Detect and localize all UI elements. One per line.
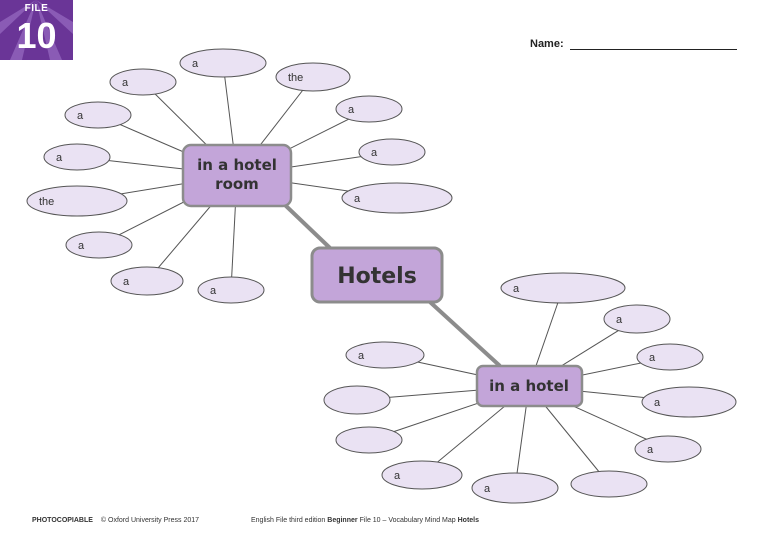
room-node-line2: room [215,175,259,193]
level: Beginner [327,517,358,524]
room-node-line1: in a hotel [197,156,277,174]
file-description: File 10 – Vocabulary Mind Map [359,517,456,524]
room-bubble[interactable]: a [358,138,426,166]
hotel-bubble-text: a [616,314,623,326]
room-bubble-shape[interactable] [341,182,453,214]
hotel-bubbles: a a a a a a a a [323,272,737,504]
hotel-bubble-shape[interactable] [381,460,463,490]
room-bubble[interactable]: the [26,185,128,217]
connector-lines [283,203,502,368]
copyright: © Oxford University Press 2017 [100,517,200,524]
room-bubble-shape[interactable] [335,95,403,123]
hotel-bubble-shape[interactable] [636,343,704,371]
hotel-bubble-text: a [394,470,401,482]
hotel-bubble-shape[interactable] [500,272,626,304]
name-field[interactable] [570,49,737,50]
hotel-bubble-text: a [484,483,491,495]
hotel-node: in a hotel [475,364,584,408]
edition-text: English File third edition [250,517,326,524]
file-label: FILE [24,3,49,14]
room-bubble-shape[interactable] [64,101,132,129]
hotel-bubble-shape[interactable] [335,426,403,454]
room-bubble-shape[interactable] [65,231,133,259]
hotel-bubble-shape[interactable] [471,472,559,504]
room-bubble[interactable]: a [335,95,403,123]
topic: Hotels [457,517,480,524]
room-bubbles: a a the a a a a the a a a a [26,48,453,304]
hotel-bubble[interactable]: a [636,343,704,371]
thick-connector [283,203,332,250]
room-bubble-text: a [78,240,85,252]
hotel-bubble-shape[interactable] [345,341,425,369]
room-bubble-text: a [192,58,199,70]
room-bubble[interactable]: a [179,48,267,78]
room-bubble-shape[interactable] [110,266,184,296]
room-bubble[interactable]: a [64,101,132,129]
hotel-bubble-shape[interactable] [570,470,648,498]
hotel-bubble[interactable]: a [603,304,671,334]
room-bubble-text: a [371,147,378,159]
room-bubble[interactable]: a [110,266,184,296]
hotel-bubble[interactable]: a [634,435,702,463]
room-bubble-text: the [288,72,303,84]
hotel-bubble[interactable]: a [641,386,737,418]
sunburst-icon [0,0,73,60]
room-bubble-text: a [123,276,130,288]
hotel-bubble-shape[interactable] [603,304,671,334]
room-bubble[interactable]: a [109,68,177,96]
room-bubble-text: a [348,104,355,116]
room-bubble-shape[interactable] [197,276,265,304]
room-bubble[interactable]: a [65,231,133,259]
hotel-bubble-text: a [513,283,520,295]
hotel-bubble[interactable]: a [471,472,559,504]
hotel-bubble-text: a [649,352,656,364]
room-bubble[interactable]: a [341,182,453,214]
file-number: 10 [16,15,57,56]
photocopiable-label: PHOTOCOPIABLE [32,517,93,524]
hotel-node-label: in a hotel [489,377,569,395]
room-bubble-shape[interactable] [109,68,177,96]
room-bubble[interactable]: a [197,276,265,304]
name-label: Name: [530,38,564,50]
room-bubble-shape[interactable] [43,143,111,171]
thick-connector [428,300,502,368]
room-bubble-shape[interactable] [179,48,267,78]
room-bubble-shape[interactable] [358,138,426,166]
room-bubble-text: a [122,77,129,89]
file-badge: FILE 10 [0,0,73,60]
hotel-bubble[interactable]: a [500,272,626,304]
hotel-bubble[interactable] [323,385,391,415]
room-node: in a hotel room [181,143,293,208]
hotel-bubble[interactable]: a [381,460,463,490]
room-bubble[interactable]: the [275,62,351,92]
hotel-bubble-text: a [647,444,654,456]
room-bubble-text: a [354,193,361,205]
central-node-label: Hotels [337,264,417,289]
room-bubble-shape[interactable] [26,185,128,217]
hotel-bubble[interactable]: a [345,341,425,369]
hotel-bubble-shape[interactable] [634,435,702,463]
room-bubble-text: a [56,152,63,164]
hotel-bubble-shape[interactable] [323,385,391,415]
hotel-bubble-text: a [358,350,365,362]
central-node: Hotels [310,246,444,304]
hotel-bubble-text: a [654,397,661,409]
footer: PHOTOCOPIABLE © Oxford University Press … [32,517,479,524]
hotel-bubble[interactable] [570,470,648,498]
room-bubble-shape[interactable] [275,62,351,92]
room-bubble-text: the [39,196,54,208]
hotel-bubble-shape[interactable] [641,386,737,418]
room-bubble[interactable]: a [43,143,111,171]
room-bubble-text: a [210,285,217,297]
hotel-bubble[interactable] [335,426,403,454]
room-bubble-text: a [77,110,84,122]
